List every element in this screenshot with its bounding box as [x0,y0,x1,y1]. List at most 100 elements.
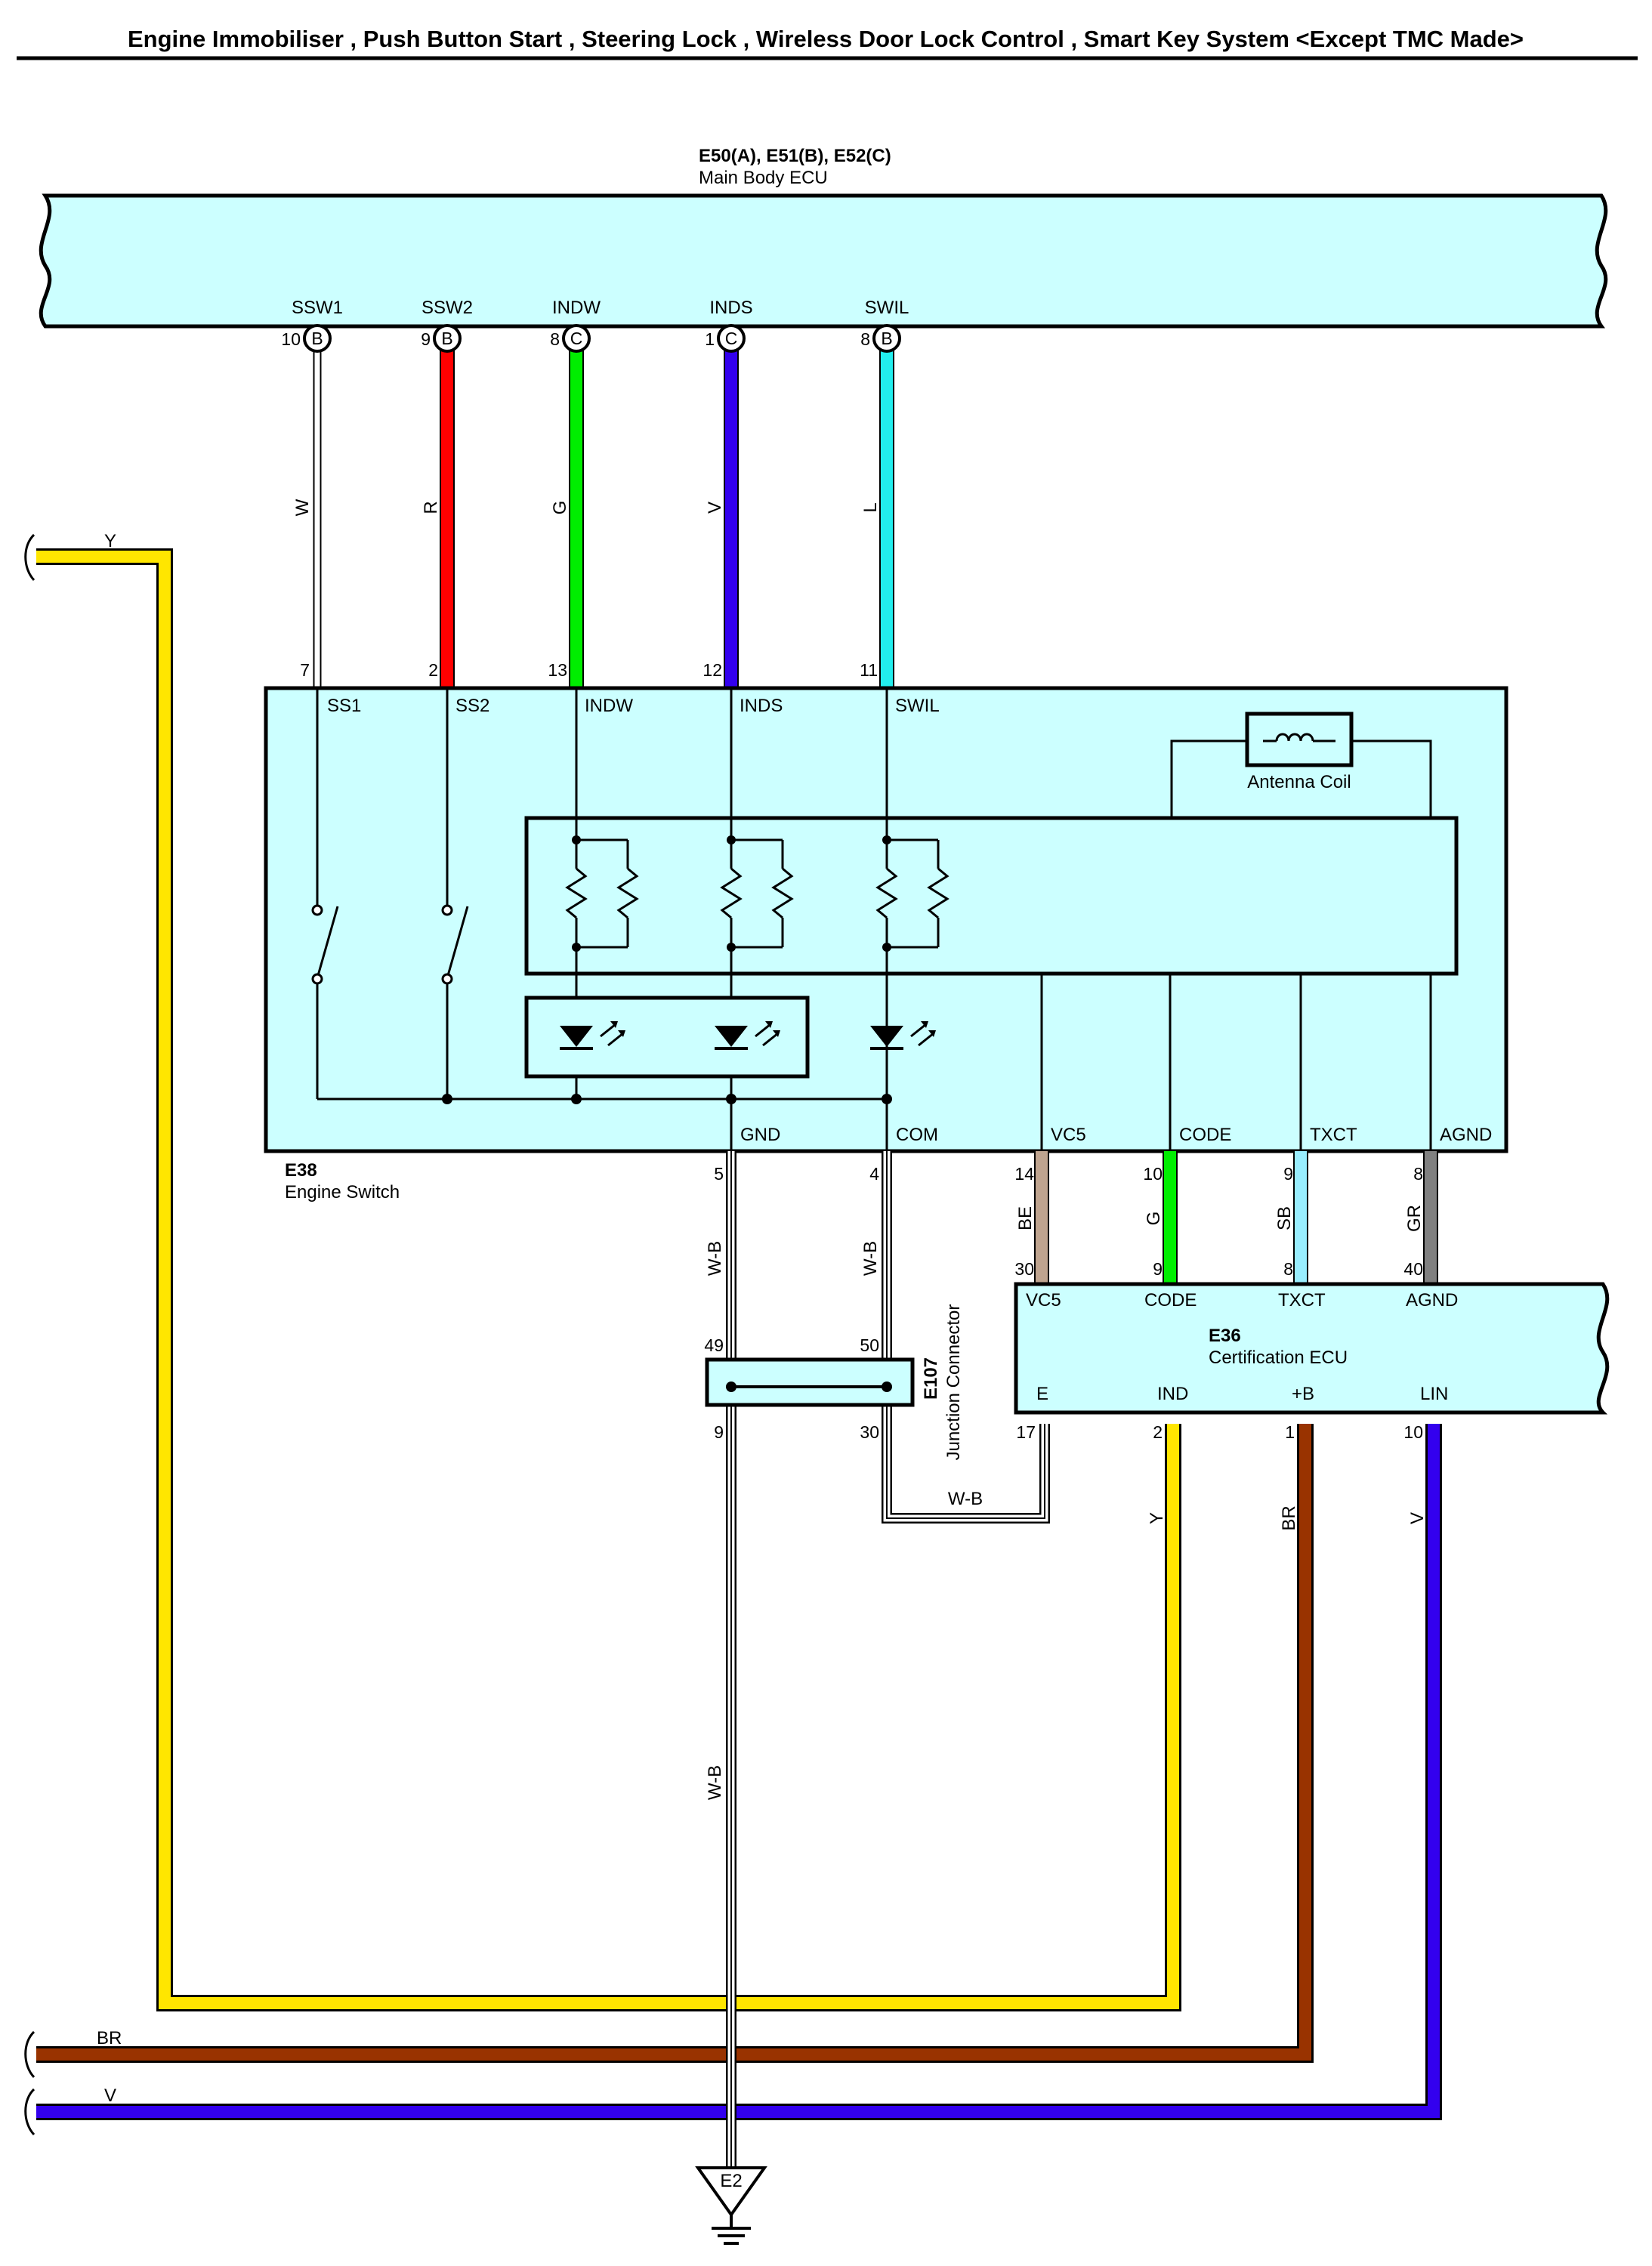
wire-label-v: V [104,2085,116,2106]
wire-break-br [24,2030,36,2079]
es-pin-name-vc5: VC5 [1051,1125,1086,1145]
pin-circle-inds [717,324,746,353]
es-pin-number-txct: 9 [1283,1164,1293,1184]
pin-name-ssw2: SSW2 [421,298,473,318]
wire-color-inds: V [705,502,725,514]
pin-number-swil: 8 [860,329,870,349]
pin-name-ssw1: SSW1 [292,298,343,318]
es-pin-name-ss1: SS1 [327,696,361,716]
ground-triangle [695,2166,767,2218]
pin-connector-indw: C [570,329,583,348]
resistor-group-indw [565,818,639,952]
junction-dot [882,1382,892,1392]
pin-circle-indw [562,324,591,353]
engine-switch-code: E38 [285,1160,317,1181]
es-pin-name-com: COM [896,1125,938,1145]
antenna-coil-box [1245,712,1354,767]
certification-ecu-name: Certification ECU [1209,1348,1348,1368]
junction-dot [882,1094,892,1104]
wire-y-loop [36,548,1181,2011]
pin-number-ssw2: 9 [421,329,431,349]
wire-color-ssw2: R [421,501,441,514]
ce-pin-number-e: 17 [1016,1422,1036,1442]
ss1-switch-blade [316,906,339,979]
junction-connector: 49 50 9 30 E107 Junction Connector [704,1304,964,1461]
resistor-group-inds [720,818,794,952]
es-pin-name-indw: INDW [585,696,633,716]
wire-br [36,1424,1314,2063]
ce-pin-number-txct: 8 [1283,1259,1293,1279]
resistor-group-swil [875,818,950,952]
es-pin-number-inds: 12 [702,660,722,680]
pin-number-inds: 1 [705,329,715,349]
ce-pin-number-b: 1 [1285,1422,1295,1442]
control-module-box [524,816,1459,976]
wire-label-ground-drop: W-B [705,1765,725,1800]
ce-pin-number-agnd: 40 [1403,1259,1423,1279]
coil-icon [1275,733,1314,742]
ce-pin-name-e: E [1036,1384,1048,1404]
es-pin-number-agnd: 8 [1413,1164,1423,1184]
wire-color-indw: G [550,501,570,515]
wire-color-txct: SB [1274,1206,1295,1230]
es-pin-number-com: 4 [869,1164,879,1184]
main-body-ecu-name: Main Body ECU [699,168,828,188]
ce-pin-number-ind: 2 [1153,1422,1163,1442]
jc-pin-49: 49 [704,1335,724,1355]
wire-color-b: BR [1279,1505,1299,1530]
pin-circle-swil [872,324,901,353]
ss2-contact-top [441,904,453,916]
wire-break-v [24,2088,36,2136]
pin-circle-ssw2 [433,324,462,353]
ce-pin-name-ind: IND [1157,1384,1188,1404]
es-pin-number-vc5: 14 [1014,1164,1034,1184]
junction-connector-box [705,1357,915,1407]
junction-dot [571,1094,582,1104]
main-body-ecu: E50(A), E51(B), E52(C) Main Body ECU SSW… [39,146,1608,329]
ss2-switch-blade [446,906,469,979]
wire-w-b-com-to-e [882,1405,1050,1524]
wire-color-gnd: W-B [705,1241,725,1276]
wire-color-code: G [1144,1212,1164,1226]
jc-pin-9: 9 [714,1422,724,1442]
junction-dot [726,1382,736,1392]
wire-v-lin [36,1424,1442,2120]
wire-color-swil: L [860,502,881,512]
ce-pin-name-agnd: AGND [1406,1290,1458,1311]
wire-label-br: BR [97,2028,122,2048]
wire-color-agnd: GR [1404,1205,1425,1232]
junction-dot [442,1094,452,1104]
main-body-ecu-connectors: E50(A), E51(B), E52(C) [699,146,891,166]
ss1-contact-top [311,904,323,916]
es-pin-number-code: 10 [1143,1164,1163,1184]
wire-color-vc5: BE [1015,1206,1036,1230]
ce-pin-number-lin: 10 [1403,1422,1423,1442]
junction-connector-name: Junction Connector [943,1304,964,1461]
es-pin-name-code: CODE [1179,1125,1231,1145]
wire-color-ssw1: W [292,499,313,516]
ce-pin-name-vc5: VC5 [1026,1290,1061,1311]
engine-switch-name: Engine Switch [285,1182,400,1202]
led-swil [870,1021,936,1050]
junction-dot [726,1094,736,1104]
ce-pin-number-vc5: 30 [1014,1259,1034,1279]
engine-switch: SS1 SS2 INDW INDS SWIL [264,686,1508,1153]
antenna-wire-right [1351,739,1432,818]
es-pin-name-inds: INDS [740,696,783,716]
pin-name-indw: INDW [552,298,601,318]
es-pin-number-indw: 13 [548,660,567,680]
ss1-contact-bottom [311,973,323,985]
ground-symbol: E2 [695,2166,767,2245]
jc-pin-50: 50 [860,1335,879,1355]
es-pin-number-swil: 11 [860,660,878,680]
wire-color-lin: V [1407,1512,1428,1524]
es-pin-name-gnd: GND [740,1125,780,1145]
junction-connector-code: E107 [921,1357,941,1400]
ce-pin-number-code: 9 [1153,1259,1163,1279]
page-title: Engine Immobiliser , Push Button Start ,… [128,26,1524,52]
pin-connector-inds: C [725,329,738,348]
pin-connector-swil: B [881,329,892,348]
pin-connector-ssw1: B [311,329,323,348]
antenna-coil-label: Antenna Coil [1247,772,1351,792]
